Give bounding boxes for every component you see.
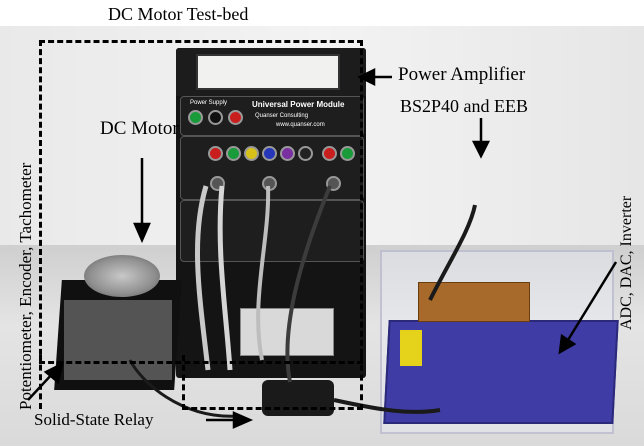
dc-motor-arrow-head <box>133 222 151 244</box>
solid-state-relay-label: Solid-State Relay <box>34 410 154 429</box>
testbed-dashed-box-lower <box>182 355 363 410</box>
power-module-title: Universal Power Module <box>252 100 345 109</box>
sensors-arrow-head <box>43 361 64 385</box>
power-supply-panel <box>180 96 364 136</box>
amplifier-output-panel <box>180 200 364 262</box>
power-amplifier-display <box>196 54 340 90</box>
jack-red <box>228 110 243 125</box>
testbed-dashed-box-upper <box>39 40 363 364</box>
cable-motor <box>128 359 241 418</box>
adc-dac-inverter-label: ADC, DAC, Inverter <box>618 195 635 330</box>
adc-arrow-line <box>566 261 618 341</box>
bs2p40-label: BS2P40 and EEB <box>400 96 529 116</box>
jack-red-3 <box>322 146 337 161</box>
cable-bs2 <box>428 204 477 301</box>
jack-green-3 <box>340 146 355 161</box>
jack-purple <box>280 146 295 161</box>
bs2p40-arrow-head <box>471 140 491 159</box>
power-supply-label: Power Supply <box>190 100 228 106</box>
jack-black-2 <box>298 146 313 161</box>
dc-motor-label: DC Motor <box>100 118 179 139</box>
testbed-dashed-left-tail <box>39 355 45 409</box>
jack-yellow <box>244 146 259 161</box>
jack-green-2 <box>226 146 241 161</box>
cable-relay <box>333 398 441 414</box>
jack-black <box>208 110 223 125</box>
adc-arrow-head <box>558 333 577 355</box>
yellow-module <box>400 330 422 366</box>
power-module-url: www.quanser.com <box>276 122 325 128</box>
solid-state-relay <box>262 380 334 416</box>
sensors-label: Potentiometer, Encoder, Tachometer <box>16 162 35 410</box>
jack-red-2 <box>208 146 223 161</box>
power-module-brand: Quanser Consulting <box>255 113 309 119</box>
testbed-label: DC Motor Test-bed <box>108 4 249 24</box>
jack-blue <box>262 146 277 161</box>
dc-motor-disk <box>84 255 160 297</box>
power-amplifier-label: Power Amplifier <box>398 64 526 85</box>
cable-grey-3 <box>256 185 271 361</box>
dc-motor-gap <box>64 300 172 380</box>
cable-grey-2 <box>217 185 233 371</box>
jack-green <box>188 110 203 125</box>
power-amplifier-arrow-head <box>357 67 376 87</box>
relay-arrow-head <box>232 411 254 429</box>
cable-grey-1 <box>195 185 211 371</box>
